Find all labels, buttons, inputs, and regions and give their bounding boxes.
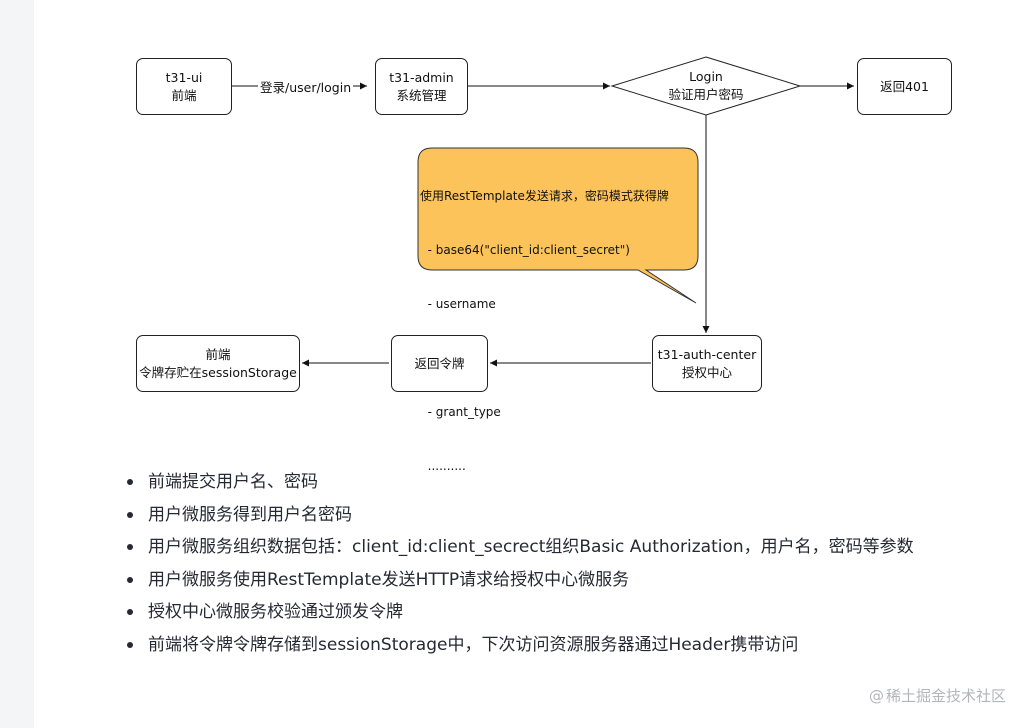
login-edge-label: 登录/user/login: [258, 77, 354, 96]
list-item: 用户微服务使用RestTemplate发送HTTP请求给授权中心微服务: [126, 564, 966, 597]
list-item: 前端提交用户名、密码: [126, 466, 966, 499]
decision-node-title: Login: [689, 69, 723, 84]
steps-list: 前端提交用户名、密码 用户微服务得到用户名密码 用户微服务组织数据包括：clie…: [126, 466, 966, 661]
frontend-store-node: 前端 令牌存贮在sessionStorage: [136, 335, 300, 392]
list-item: 前端将令牌令牌存储到sessionStorage中，下次访问资源服务器通过Hea…: [126, 629, 966, 662]
callout-line: - username: [420, 297, 496, 311]
admin-node: t31-admin 系统管理: [375, 58, 468, 115]
decision-node-text: Login 验证用户密码: [634, 66, 778, 106]
return-token-label: 返回令牌: [414, 355, 465, 371]
list-item: 用户微服务得到用户名密码: [126, 499, 966, 532]
auth-center-node-title: t31-auth-center: [657, 346, 757, 362]
article-page: t31-ui 前端 登录/user/login t31-admin 系统管理 L…: [34, 0, 1028, 728]
frontend-node: t31-ui 前端: [136, 58, 232, 115]
watermark: @ 稀土掘金技术社区: [869, 685, 1006, 706]
callout-line: - base64("client_id:client_secret"): [420, 243, 630, 257]
frontend-node-subtitle: 前端: [171, 87, 197, 103]
flow-diagram: [232, 56, 854, 367]
frontend-store-title: 前端: [205, 346, 231, 362]
list-item: 授权中心微服务校验通过颁发令牌: [126, 596, 966, 629]
admin-node-title: t31-admin: [389, 69, 454, 85]
return-token-node: 返回令牌: [391, 335, 488, 392]
auth-center-node-subtitle: 授权中心: [681, 364, 732, 380]
callout-line: 使用RestTemplate发送请求，密码模式获得牌: [420, 189, 669, 203]
decision-node-subtitle: 验证用户密码: [668, 87, 744, 102]
auth-center-node: t31-auth-center 授权中心: [652, 335, 762, 392]
return-401-label: 返回401: [880, 78, 929, 94]
callout-bubble: [417, 147, 699, 304]
return-401-node: 返回401: [857, 58, 952, 115]
frontend-node-title: t31-ui: [165, 69, 203, 85]
at-icon: @: [868, 686, 884, 705]
watermark-text: 稀土掘金技术社区: [885, 687, 1006, 705]
callout-text: 使用RestTemplate发送请求，密码模式获得牌 - base64("cli…: [420, 151, 669, 511]
frontend-store-subtitle: 令牌存贮在sessionStorage: [139, 364, 297, 380]
list-item: 用户微服务组织数据包括：client_id:client_secrect组织Ba…: [126, 531, 966, 564]
callout-line: - grant_type: [420, 405, 501, 419]
callout-line: ..........: [420, 459, 466, 473]
admin-node-subtitle: 系统管理: [396, 87, 447, 103]
